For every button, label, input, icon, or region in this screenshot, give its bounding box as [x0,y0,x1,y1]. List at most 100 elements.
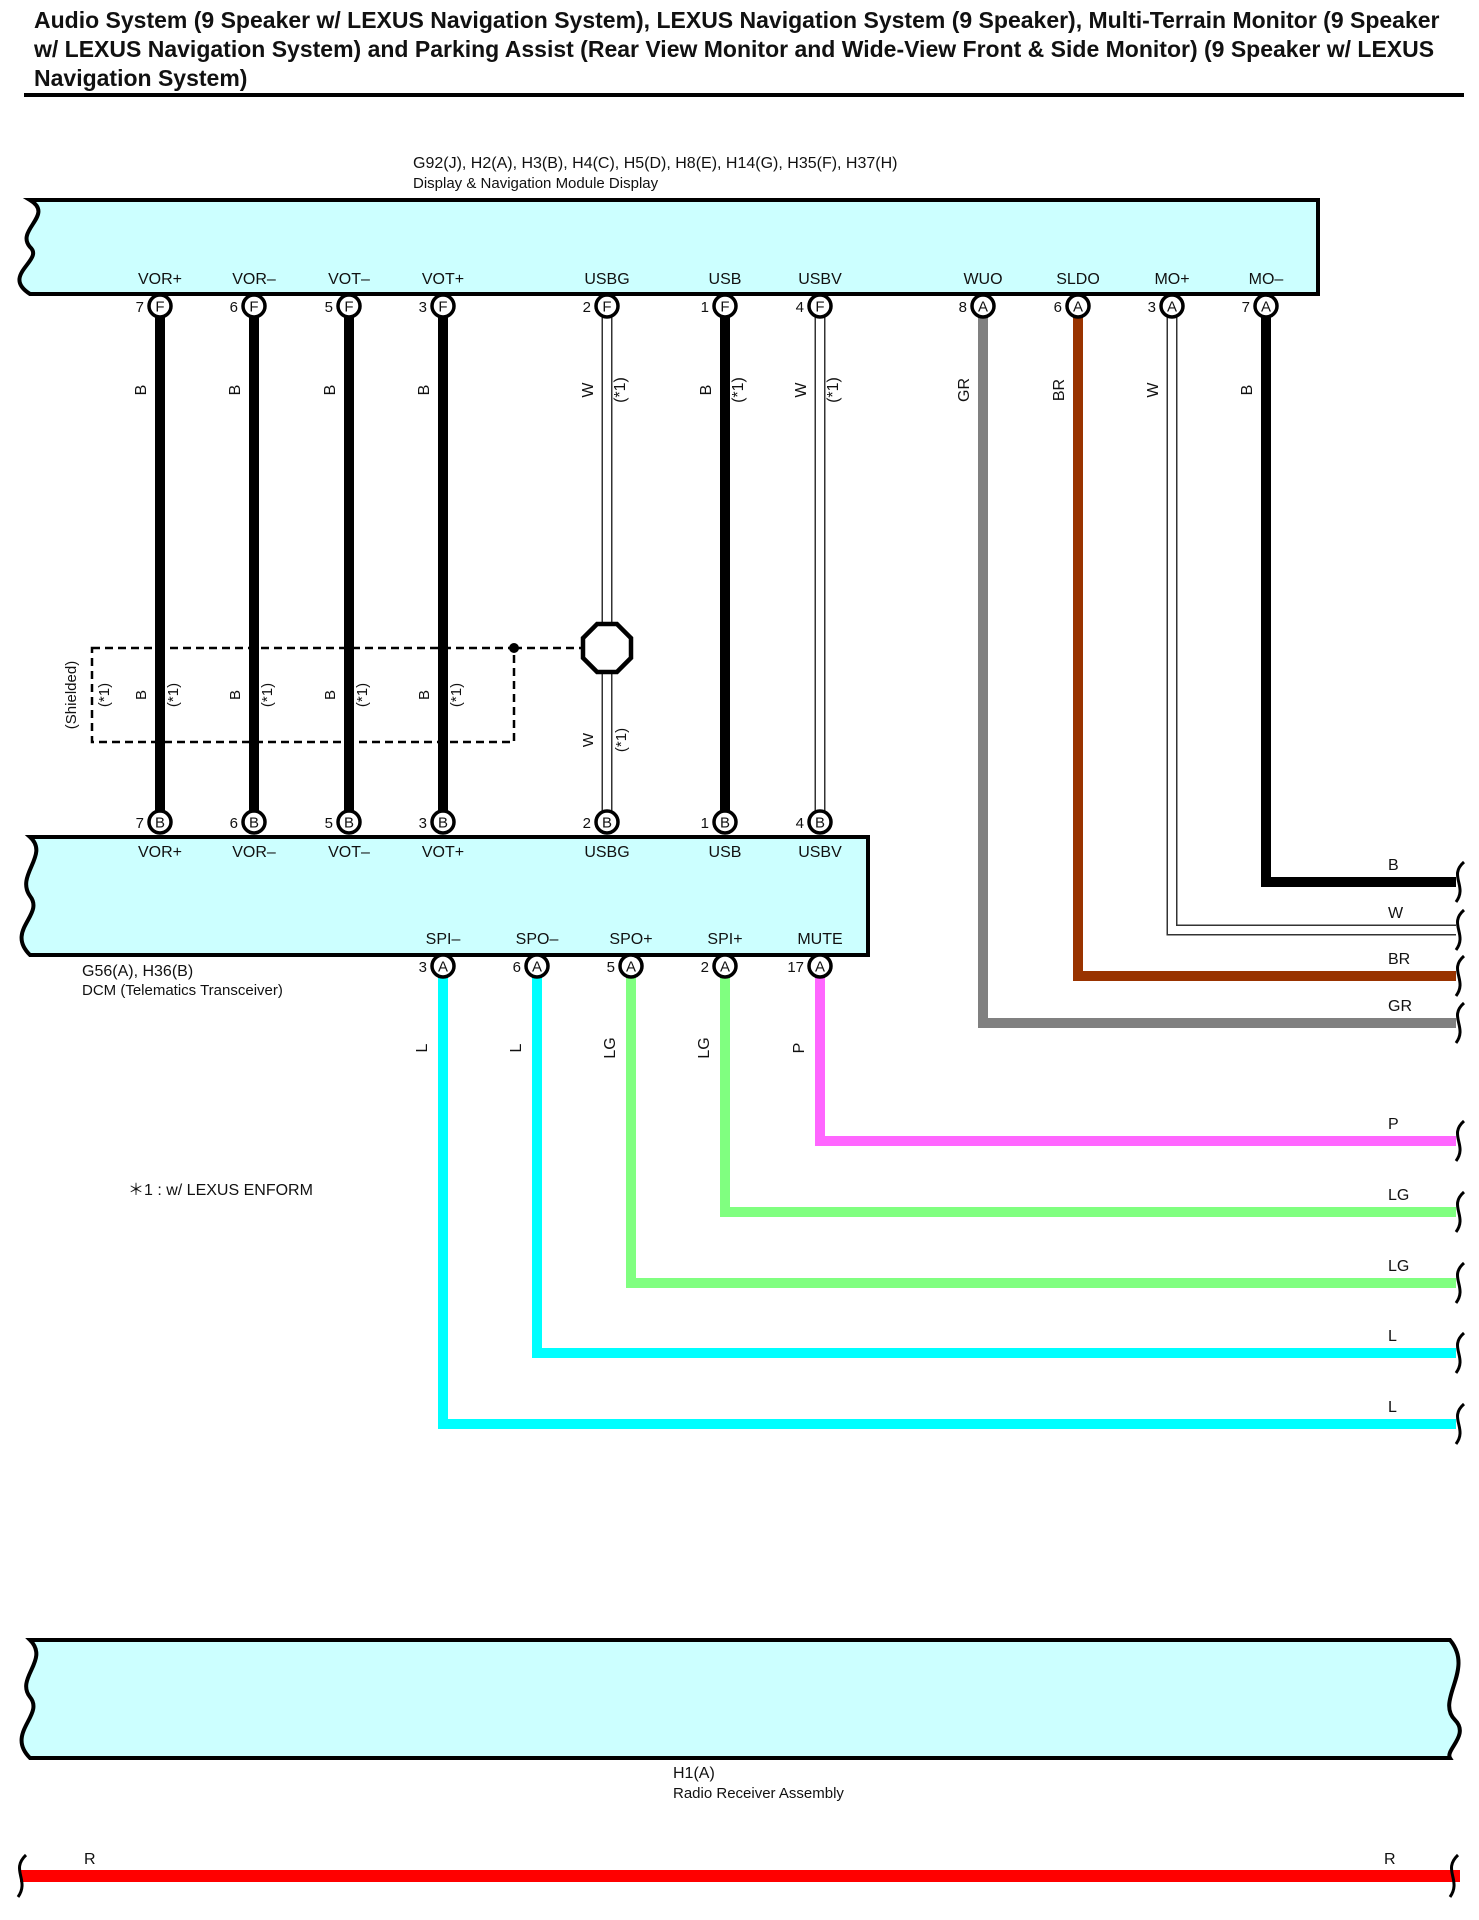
shield-box-note: (*1) [96,683,113,707]
shield-wire-note-3: (*1) [354,683,371,707]
radio-receiver-name: Radio Receiver Assembly [673,1785,844,1802]
right-wire-label-2: W [1388,905,1404,922]
dcm-bottom-pin-label-spo+: SPO+ [609,931,652,948]
wire-color-label-mute: P [791,1043,808,1054]
display-pin-vor+-letter: F [155,299,164,316]
display-pin-mo–-letter: A [1261,299,1271,316]
dcm-bottom-pin-spi+ [712,953,738,979]
display-module-name: Display & Navigation Module Display [413,175,659,192]
dcm-module-connectors: G56(A), H36(B) [82,963,193,980]
shield-box [90,646,516,744]
radio-receiver: H1(A) Radio Receiver Assembly [19,1638,1462,1802]
dcm-bottom-pin-label-spi–: SPI– [426,931,461,948]
wire-spi+ [720,966,1456,1217]
dcm-bottom-pin-num-spi+: 2 [701,959,709,976]
right-wire-break-3 [1454,954,1466,997]
dcm-bottom-pin-spo–-letter: A [532,959,542,976]
display-pin-num-sldo: 6 [1054,299,1062,316]
wire-wuo [978,306,1456,1028]
display-pin-vot+-letter: F [438,299,447,316]
display-pin-vor– [241,293,267,319]
dcm-top-pin-num-vor–: 6 [230,815,238,832]
dcm-top-pin-num-vor+: 7 [136,815,144,832]
display-pin-usb [712,293,738,319]
dcm-bottom-pin-label-spo–: SPO– [516,931,559,948]
dcm-top-pin-vot+ [430,809,456,835]
display-pin-usb-letter: F [720,299,729,316]
dcm-top-pin-vor– [241,809,267,835]
display-pin-mo+-letter: A [1167,299,1177,316]
wire-color-label-usbv: W [793,382,810,398]
shield-wire-color-2: B [227,690,244,700]
display-pin-num-vot+: 3 [419,299,427,316]
dcm-top-pin-usb-letter: B [720,815,730,832]
dcm-bottom-pin-spo+-letter: A [626,959,636,976]
display-pin-label-usbg: USBG [584,271,629,288]
dcm-top-pin-vor+-letter: B [155,815,165,832]
bottom-wire: R R [16,1851,1460,1898]
dcm-bottom-pin-spo+ [618,953,644,979]
wire-color-label-spo+: LG [602,1037,619,1058]
display-pin-label-usb: USB [709,271,742,288]
right-wire-label-9: L [1388,1399,1397,1416]
display-pin-num-vot–: 5 [325,299,333,316]
display-pin-num-mo+: 3 [1148,299,1156,316]
right-wire-break-7 [1454,1261,1466,1304]
display-pin-num-vor–: 6 [230,299,238,316]
wire-note-usbg: (*1) [612,377,629,403]
display-pin-wuo [970,293,996,319]
dcm-top-pin-vot+-letter: B [438,815,448,832]
dcm-top-pin-label-vot+: VOT+ [422,844,464,861]
wire-mo+-outline [1166,306,1456,936]
display-pin-label-mo–: MO– [1249,271,1284,288]
dcm-bottom-pin-spi– [430,953,456,979]
display-pin-vor+ [147,293,173,319]
dcm-top-pin-num-vot–: 5 [325,815,333,832]
radio-receiver-body [19,1638,1462,1760]
wire-color-label-mo–: B [1239,385,1256,396]
display-pin-usbg-letter: F [602,299,611,316]
wire-color-label-usb: B [698,385,715,396]
dcm-top-pin-vot–-letter: B [344,815,354,832]
dcm-top-pin-usbv [807,809,833,835]
dcm-top-pin-vot– [336,809,362,835]
dcm-bottom-pin-num-mute: 17 [787,959,804,976]
display-pin-num-mo–: 7 [1242,299,1250,316]
dcm-bottom-pin-num-spi–: 3 [419,959,427,976]
bottom-wire-break-left [16,1853,28,1898]
right-wire-label-4: GR [1388,998,1412,1015]
display-pin-vot– [336,293,362,319]
usbg-lower-color: W [580,732,597,747]
dcm-top-pin-num-usb: 1 [701,815,709,832]
shield-wire-color-3: B [322,690,339,700]
dcm-bottom-pin-label-spi+: SPI+ [707,931,742,948]
dcm-top-pin-vor+ [147,809,173,835]
usbg-lower-note: (*1) [613,728,630,752]
display-module-connectors: G92(J), H2(A), H3(B), H4(C), H5(D), H8(E… [413,155,898,172]
dcm-top-pin-usb [712,809,738,835]
dcm-top-pin-label-usbv: USBV [798,844,842,861]
bottom-wire-label-left: R [84,1851,96,1868]
dcm-top-pin-label-usb: USB [709,844,742,861]
dcm-top-pin-label-vor–: VOR– [232,844,276,861]
display-pin-num-wuo: 8 [959,299,967,316]
dcm-top-pin-label-usbg: USBG [584,844,629,861]
right-wire-break-9 [1454,1402,1466,1445]
wire-color-label-spi–: L [414,1043,431,1052]
display-pin-num-usbv: 4 [796,299,804,316]
right-wire-break-2 [1454,908,1466,951]
display-pin-label-usbv: USBV [798,271,842,288]
dcm-bottom-pin-label-mute: MUTE [797,931,842,948]
display-pin-label-vot–: VOT– [328,271,370,288]
display-pin-label-sldo: SLDO [1056,271,1100,288]
dcm-module-body [19,835,870,957]
shield-wire-note-1: (*1) [165,683,182,707]
right-wire-break-8 [1454,1331,1466,1374]
shield-wire-color-4: B [416,690,433,700]
dcm-top-pin-vor–-letter: B [249,815,259,832]
wire-mo– [1261,306,1456,887]
bottom-wire-break-right [1448,1853,1460,1898]
